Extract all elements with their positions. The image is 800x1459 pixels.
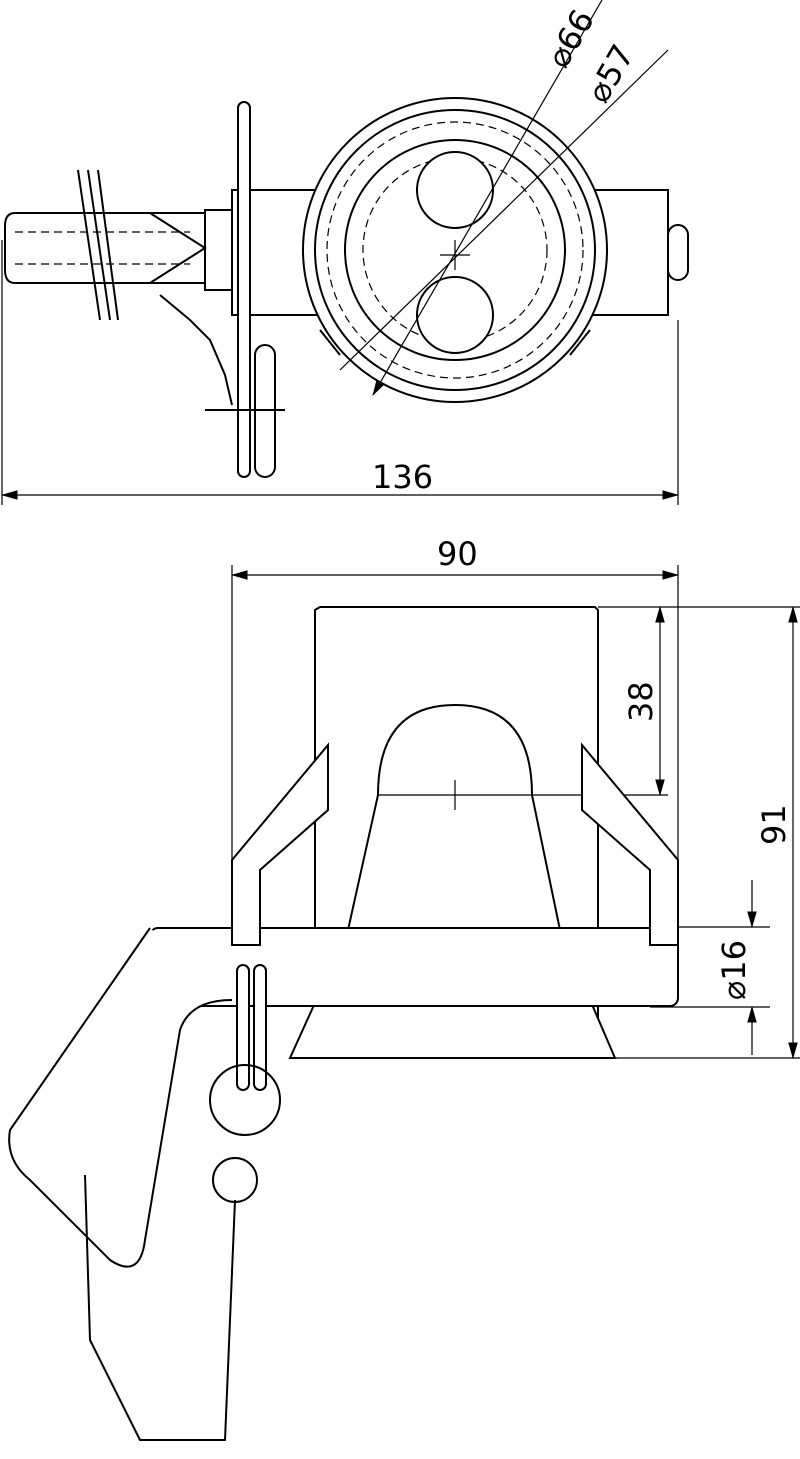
ball-hole-lower	[416, 276, 494, 354]
dimension-diameter-57: ⌀57	[579, 38, 642, 109]
dimension-136: 136	[372, 458, 433, 496]
dimension-diameter-16: ⌀16	[715, 940, 753, 1000]
pin	[4, 212, 206, 284]
side-view: 90 38 91 ⌀16	[8, 535, 800, 1441]
dimension-diameter-66: ⌀66	[539, 3, 602, 74]
pin-handle	[8, 927, 233, 1268]
dimension-38: 38	[622, 681, 660, 722]
top-view: 136 ⌀66 ⌀57	[0, 0, 689, 505]
dimension-90: 90	[437, 535, 478, 573]
dimension-91: 91	[755, 804, 793, 845]
ball-hole-upper	[416, 151, 494, 229]
cross-pin	[149, 927, 679, 1007]
